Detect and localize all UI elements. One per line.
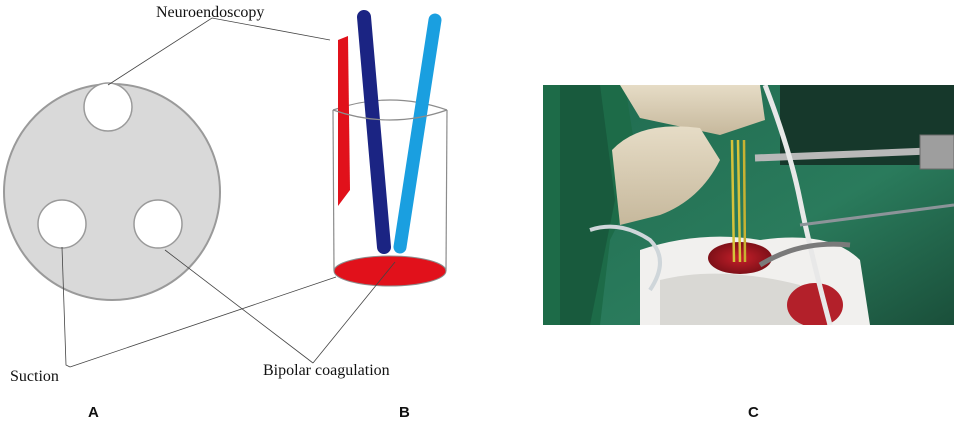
gauze-shadow (660, 273, 820, 325)
suction-leader-a (61, 246, 71, 368)
panel-label-c: C (748, 404, 759, 421)
neuroendoscopy-leader (107, 17, 331, 86)
white-cable (762, 85, 833, 325)
gloved-hand-left (612, 126, 720, 225)
cup-bottom (333, 255, 447, 287)
panel-a-diagram (3, 82, 221, 301)
panel-label-a: A (88, 404, 99, 421)
suction-label: Suction (10, 368, 59, 385)
suction-channel (37, 199, 87, 249)
clear-tube (589, 224, 662, 292)
retractor-arm (758, 241, 851, 268)
suction-leader-b (69, 276, 337, 368)
bipolar-label: Bipolar coagulation (263, 362, 390, 379)
leader-lines (61, 17, 396, 368)
bipolar-leader-b (312, 261, 396, 364)
neuroendoscopy-channel (83, 82, 133, 132)
instrument-rod-1 (730, 139, 736, 263)
bipolar-channel-shape (338, 36, 350, 206)
cup-front-rim (332, 109, 448, 121)
red-tissue (787, 283, 843, 325)
suction-tube (393, 13, 442, 254)
suction-line (799, 203, 954, 227)
bipolar-leader-a (164, 249, 314, 364)
instrument-rod-2 (736, 139, 742, 263)
drape-fold (560, 85, 615, 325)
panel-label-b: B (399, 404, 410, 421)
neuroendoscopy-label: Neuroendoscopy (156, 4, 264, 21)
instrument-rod-3 (742, 139, 747, 263)
bipolar-channel (133, 199, 183, 249)
panel-b-diagram (332, 10, 448, 287)
endoscope-shaft (357, 10, 391, 254)
endoscope-camera (919, 134, 954, 170)
cup-right-wall (445, 109, 448, 272)
cup-left-wall (332, 109, 335, 272)
gloved-hand-top (620, 85, 765, 135)
cup-back-rim (332, 99, 448, 111)
panel-c-photograph (543, 85, 954, 325)
